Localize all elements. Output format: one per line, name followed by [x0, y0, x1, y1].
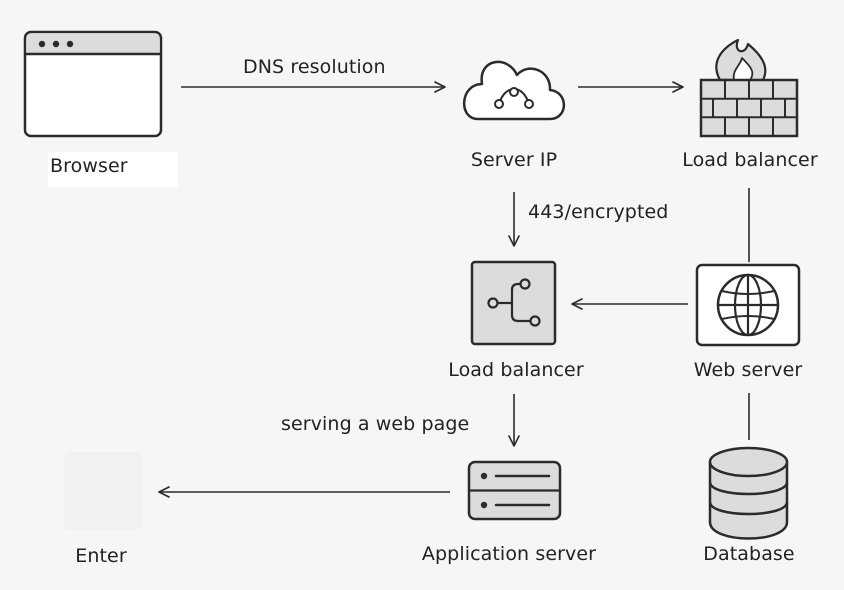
edge-label-encrypted: 443/encrypted — [528, 201, 669, 223]
branch-icon — [470, 260, 557, 346]
database-icon — [708, 446, 789, 540]
load-balancer-mid-label: Load balancer — [448, 359, 584, 381]
browser-window-icon — [23, 30, 163, 138]
globe-icon — [695, 263, 801, 347]
cloud-icon — [462, 60, 565, 121]
server-rack-icon — [467, 460, 562, 521]
web-server-label: Web server — [693, 359, 803, 381]
browser-label: Browser — [48, 152, 178, 187]
application-server-label: Application server — [421, 543, 597, 565]
edge-label-serving: serving a web page — [281, 413, 470, 435]
enter-label: Enter — [75, 545, 127, 567]
edge-label-dns: DNS resolution — [243, 56, 386, 78]
firewall-icon — [699, 38, 799, 138]
connectors — [158, 81, 750, 498]
database-label: Database — [703, 543, 795, 565]
enter-placeholder-box — [64, 452, 142, 530]
server-ip-label: Server IP — [470, 149, 558, 171]
load-balancer-top-label: Load balancer — [682, 149, 818, 171]
